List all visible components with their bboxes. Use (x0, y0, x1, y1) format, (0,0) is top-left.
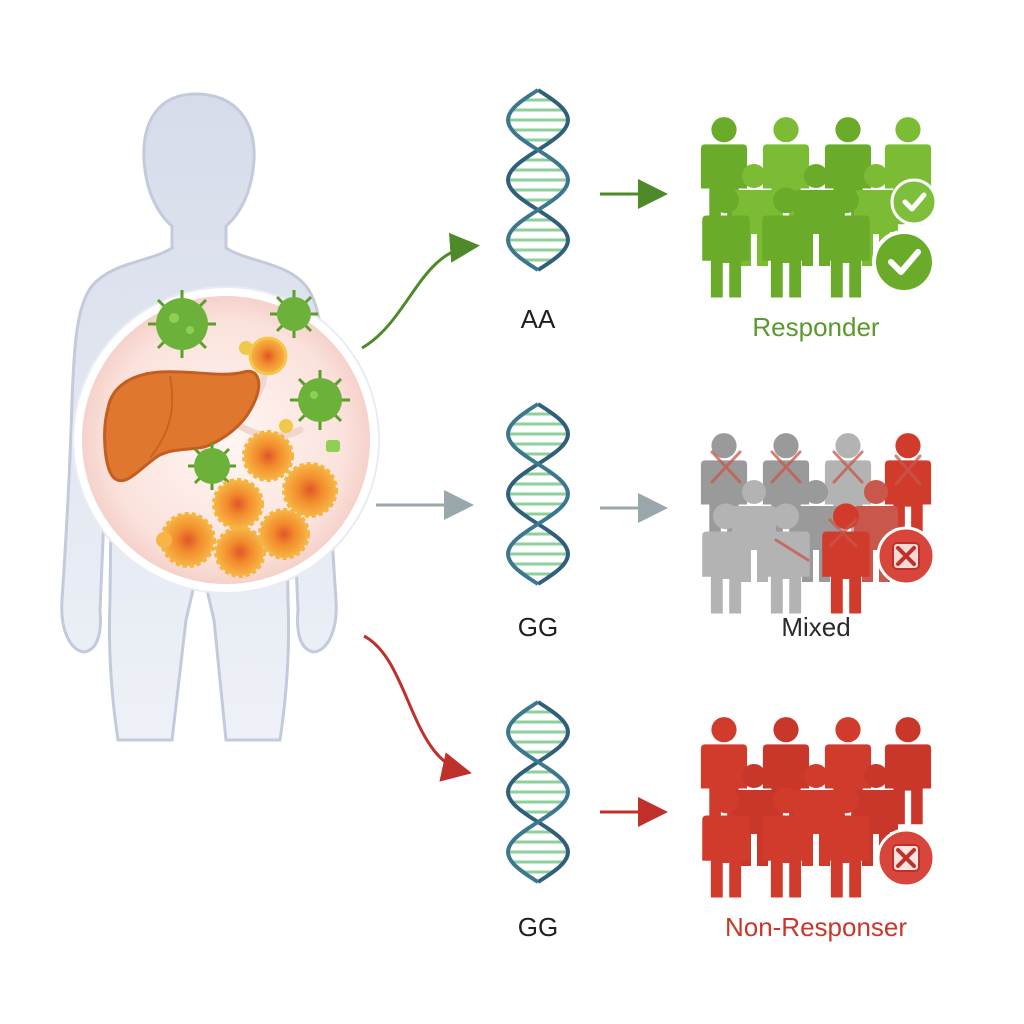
genotype-label-top: AA (520, 304, 556, 334)
arrow-to-gg-bottom (363, 634, 472, 782)
dna-strand (505, 402, 571, 586)
outcome-label-responder: Responder (752, 312, 880, 342)
person-icon (702, 503, 750, 614)
people-group-icon (700, 717, 932, 898)
dna-helix-icon (505, 88, 571, 272)
check-badge-icon (872, 230, 936, 294)
dna-strand (505, 88, 571, 272)
dna-strand (505, 700, 571, 884)
dna-helix-icon (505, 700, 571, 884)
virus-icon (290, 370, 350, 430)
cross-badge-icon (876, 526, 936, 586)
genotype-label-bottom: GG (517, 912, 559, 942)
person-icon (762, 787, 810, 898)
dna-strand (505, 88, 571, 272)
dna-helix-icon (505, 402, 571, 586)
virus-icon (148, 290, 216, 358)
tumor-cell-icon (156, 336, 338, 578)
mixed-cross-marks (710, 450, 922, 562)
person-icon (702, 787, 750, 898)
magnified-abdomen-view (72, 286, 380, 594)
dna-strand (505, 402, 571, 586)
virus-fragment (326, 440, 340, 452)
person-icon (762, 187, 810, 298)
virus-icon (270, 290, 318, 338)
liver-icon (103, 369, 261, 482)
arrow-to-aa (361, 232, 480, 350)
outcome-label-non-responder: Non-Responser (724, 912, 908, 942)
people-group-icon (700, 433, 932, 614)
virus-icon (188, 442, 236, 490)
dna-strand (505, 700, 571, 884)
outcome-label-mixed: Mixed (781, 612, 851, 642)
people-group-icon (700, 117, 932, 298)
person-icon (822, 787, 870, 898)
person-icon (702, 187, 750, 298)
check-badge-icon (890, 178, 938, 226)
cross-badge-icon (876, 828, 936, 888)
genotype-label-middle: GG (517, 612, 559, 642)
person-icon (822, 187, 870, 298)
